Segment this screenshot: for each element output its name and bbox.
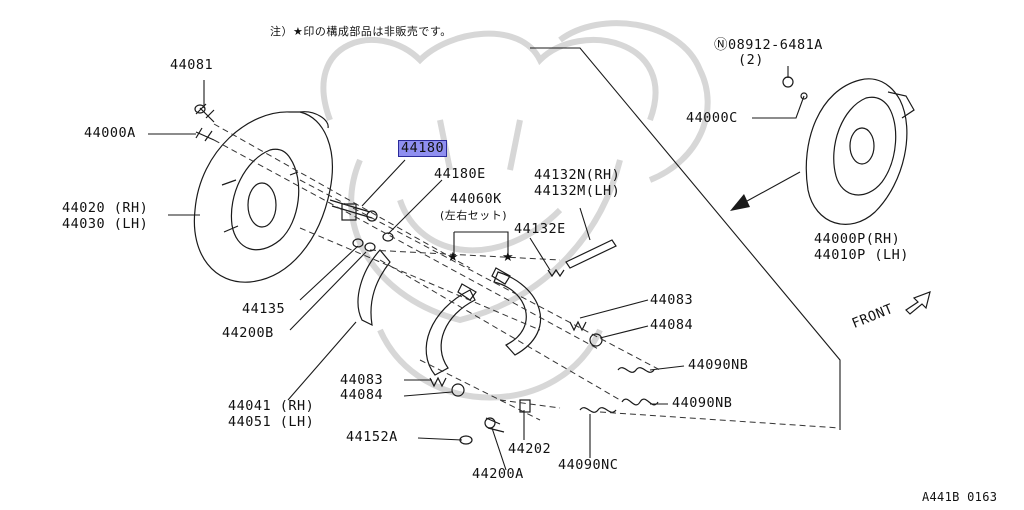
- part-label-44090nb-upper[interactable]: 44090NB: [688, 357, 749, 373]
- part-label-44090nc[interactable]: 44090NC: [558, 457, 619, 473]
- part-label-44000c[interactable]: 44000C: [686, 110, 738, 126]
- part-label-44200b[interactable]: 44200B: [222, 325, 274, 341]
- watermark-emblem: [320, 20, 711, 401]
- assembly-dashed-lines: [213, 123, 841, 429]
- diagram-id: A441B 0163: [922, 490, 998, 504]
- part-label-44152a[interactable]: 44152A: [346, 429, 398, 445]
- part-label-44081[interactable]: 44081: [170, 57, 214, 73]
- part-label-44041[interactable]: 44041 (RH): [228, 398, 315, 414]
- part-label-44132m[interactable]: 44132M(LH): [534, 183, 621, 199]
- front-arrow-icon: [905, 291, 931, 315]
- part-label-44090nb-lower[interactable]: 44090NB: [672, 395, 733, 411]
- part-label-44010p[interactable]: 44010P (LH): [814, 247, 909, 263]
- part-label-44083-right[interactable]: 44083: [650, 292, 694, 308]
- part-label-44132n[interactable]: 44132N(RH): [534, 167, 621, 183]
- brake-shoe-set-drawing: [425, 267, 542, 376]
- part-label-44000p[interactable]: 44000P(RH): [814, 231, 901, 247]
- note-text: 注）★印の構成部品は非販売です。: [270, 25, 452, 38]
- star-mark-right: ★: [502, 250, 514, 265]
- part-label-44083-left[interactable]: 44083: [340, 372, 384, 388]
- bolt-44081-drawing: [194, 103, 215, 123]
- part-label-44180-selected[interactable]: 44180: [398, 140, 448, 157]
- cup-44084-drawing: [589, 333, 603, 347]
- lever-44041-drawing: [357, 249, 391, 327]
- part-label-44030[interactable]: 44030 (LH): [62, 216, 149, 232]
- part-label-44084-left[interactable]: 44084: [340, 387, 384, 403]
- leader-lines: [148, 66, 805, 471]
- strut-44132-drawing: [565, 239, 617, 269]
- direction-arrow: [730, 171, 801, 211]
- adjuster-44180-drawing: [329, 199, 378, 222]
- washer-44200b-drawing: [364, 242, 376, 252]
- part-label-44000a[interactable]: 44000A: [84, 125, 136, 141]
- part-label-44051[interactable]: 44051 (LH): [228, 414, 315, 430]
- section-boundary-line: [530, 47, 841, 430]
- part-label-44020[interactable]: 44020 (RH): [62, 200, 149, 216]
- part-label-44060k[interactable]: 44060K: [450, 191, 502, 207]
- part-label-44060k-note: (左右セット): [440, 209, 508, 222]
- part-label-44180e[interactable]: 44180E: [434, 166, 486, 182]
- part-label-44202[interactable]: 44202: [508, 441, 552, 457]
- rear-brake-assembly-drawing: [782, 76, 915, 225]
- part-label-44200a[interactable]: 44200A: [472, 466, 524, 482]
- cup-44084-left-drawing: [451, 383, 465, 397]
- part-label-44084-right[interactable]: 44084: [650, 317, 694, 333]
- part-label-08912-6481a[interactable]: Ⓝ08912-6481A: [714, 37, 823, 53]
- part-qty-08912: (2): [738, 52, 764, 68]
- star-mark-left: ★: [447, 250, 459, 265]
- part-label-44135[interactable]: 44135: [242, 301, 286, 317]
- washer-44135-drawing: [352, 238, 364, 248]
- part-label-44132e[interactable]: 44132E: [514, 221, 566, 237]
- pin-drawings: [459, 399, 531, 445]
- back-plate-drawing: [193, 111, 333, 283]
- bolt-44000a-drawing: [195, 127, 215, 142]
